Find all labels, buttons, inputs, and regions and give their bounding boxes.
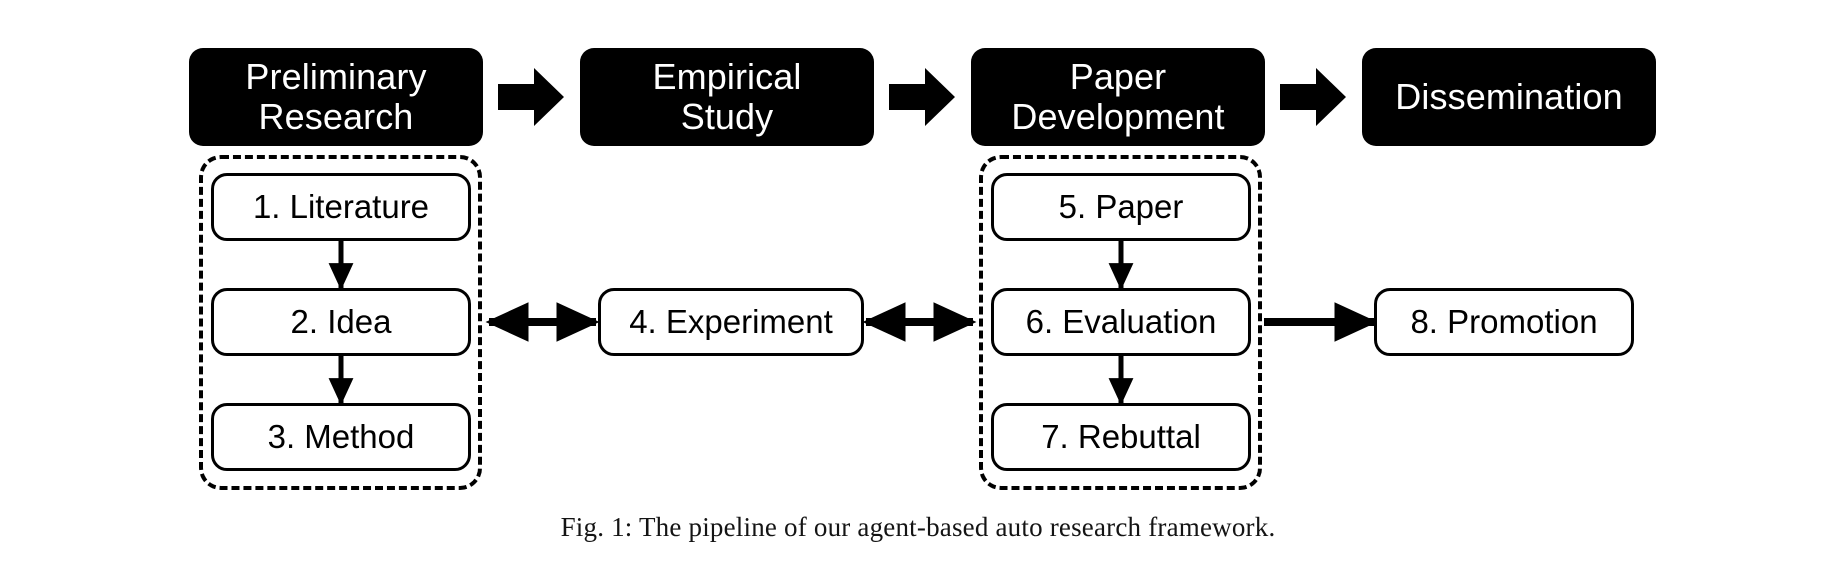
step-box-experiment[interactable]: 4. Experiment (598, 288, 864, 356)
step-box-literature[interactable]: 1. Literature (211, 173, 471, 241)
step-box-idea[interactable]: 2. Idea (211, 288, 471, 356)
phase-pill-preliminary-research: Preliminary Research (189, 48, 483, 146)
step-box-paper[interactable]: 5. Paper (991, 173, 1251, 241)
step-box-rebuttal[interactable]: 7. Rebuttal (991, 403, 1251, 471)
chevron-right-icon-3 (1280, 68, 1346, 126)
preliminary-research-group (199, 155, 482, 490)
step-box-promotion[interactable]: 8. Promotion (1374, 288, 1634, 356)
paper-development-group (979, 155, 1262, 490)
phase-pill-dissemination: Dissemination (1362, 48, 1656, 146)
step-box-method[interactable]: 3. Method (211, 403, 471, 471)
figure-caption: Fig. 1: The pipeline of our agent-based … (560, 512, 1276, 542)
phase-pill-empirical-study: Empirical Study (580, 48, 874, 146)
phase-pill-paper-development: Paper Development (971, 48, 1265, 146)
chevron-right-icon-2 (889, 68, 955, 126)
chevron-right-icon-1 (498, 68, 564, 126)
step-box-evaluation[interactable]: 6. Evaluation (991, 288, 1251, 356)
